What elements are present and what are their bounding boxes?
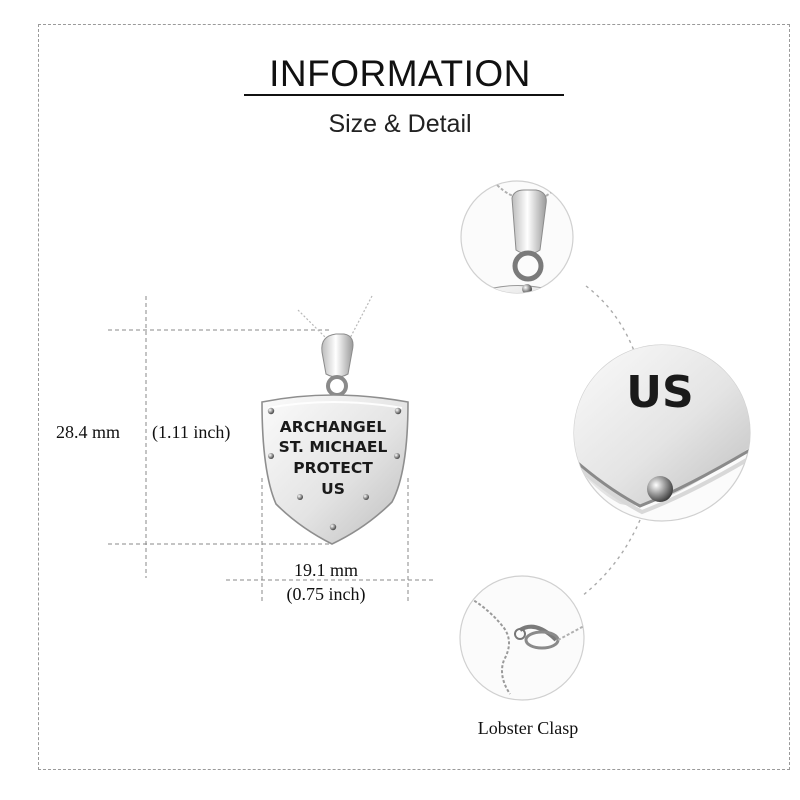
clasp-detail-circle — [459, 575, 585, 701]
height-inch-label: (1.11 inch) — [152, 422, 231, 442]
engraving-line-4: US — [321, 480, 345, 498]
engraving-line-2: ST. MICHAEL — [279, 438, 388, 456]
rivets — [267, 407, 402, 531]
engraving-detail-circle: US — [573, 344, 751, 522]
width-mm-label: 19.1 mm — [293, 560, 358, 580]
width-inch-label: (0.75 inch) — [286, 584, 366, 604]
pendant-bail — [321, 333, 354, 397]
dashed-frame — [38, 24, 790, 770]
title-underline — [244, 94, 564, 96]
page-subtitle: Size & Detail — [328, 110, 472, 138]
page-title: INFORMATION — [269, 53, 531, 94]
clasp-label: Lobster Clasp — [477, 718, 579, 738]
bail-detail-circle — [460, 180, 574, 294]
engraving-line-1: ARCHANGEL — [280, 418, 387, 436]
dimension-guides — [108, 296, 436, 604]
closeup-engraving-text: US — [626, 367, 693, 418]
height-mm-label: 28.4 mm — [56, 422, 121, 442]
pendant-shield: ARCHANGEL ST. MICHAEL PROTECT US — [261, 394, 409, 545]
chain — [297, 295, 373, 343]
detail-connectors — [581, 285, 641, 597]
engraving-line-3: PROTECT — [293, 459, 373, 477]
